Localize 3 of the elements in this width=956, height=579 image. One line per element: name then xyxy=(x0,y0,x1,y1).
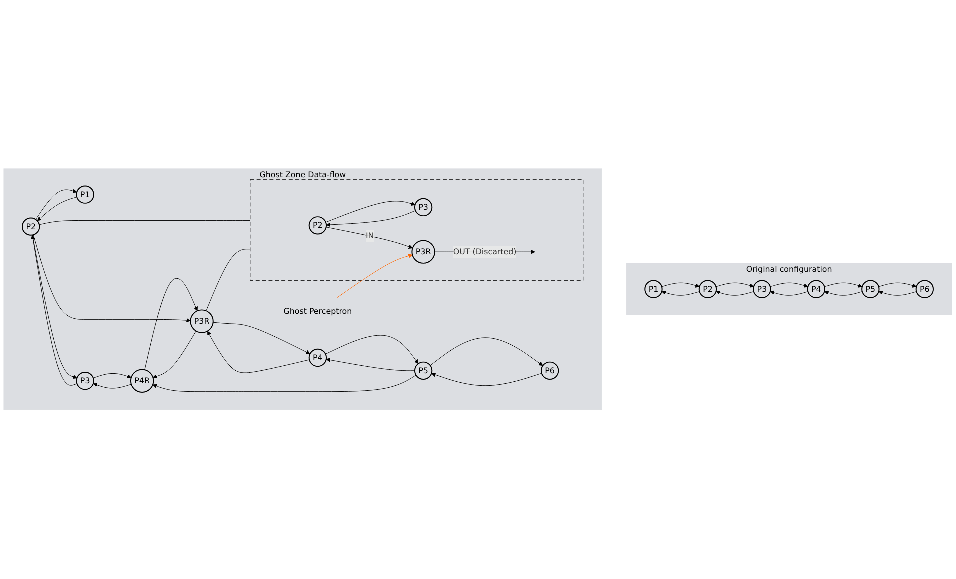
cluster xyxy=(250,180,584,282)
connector xyxy=(206,249,251,311)
connector xyxy=(39,220,251,226)
